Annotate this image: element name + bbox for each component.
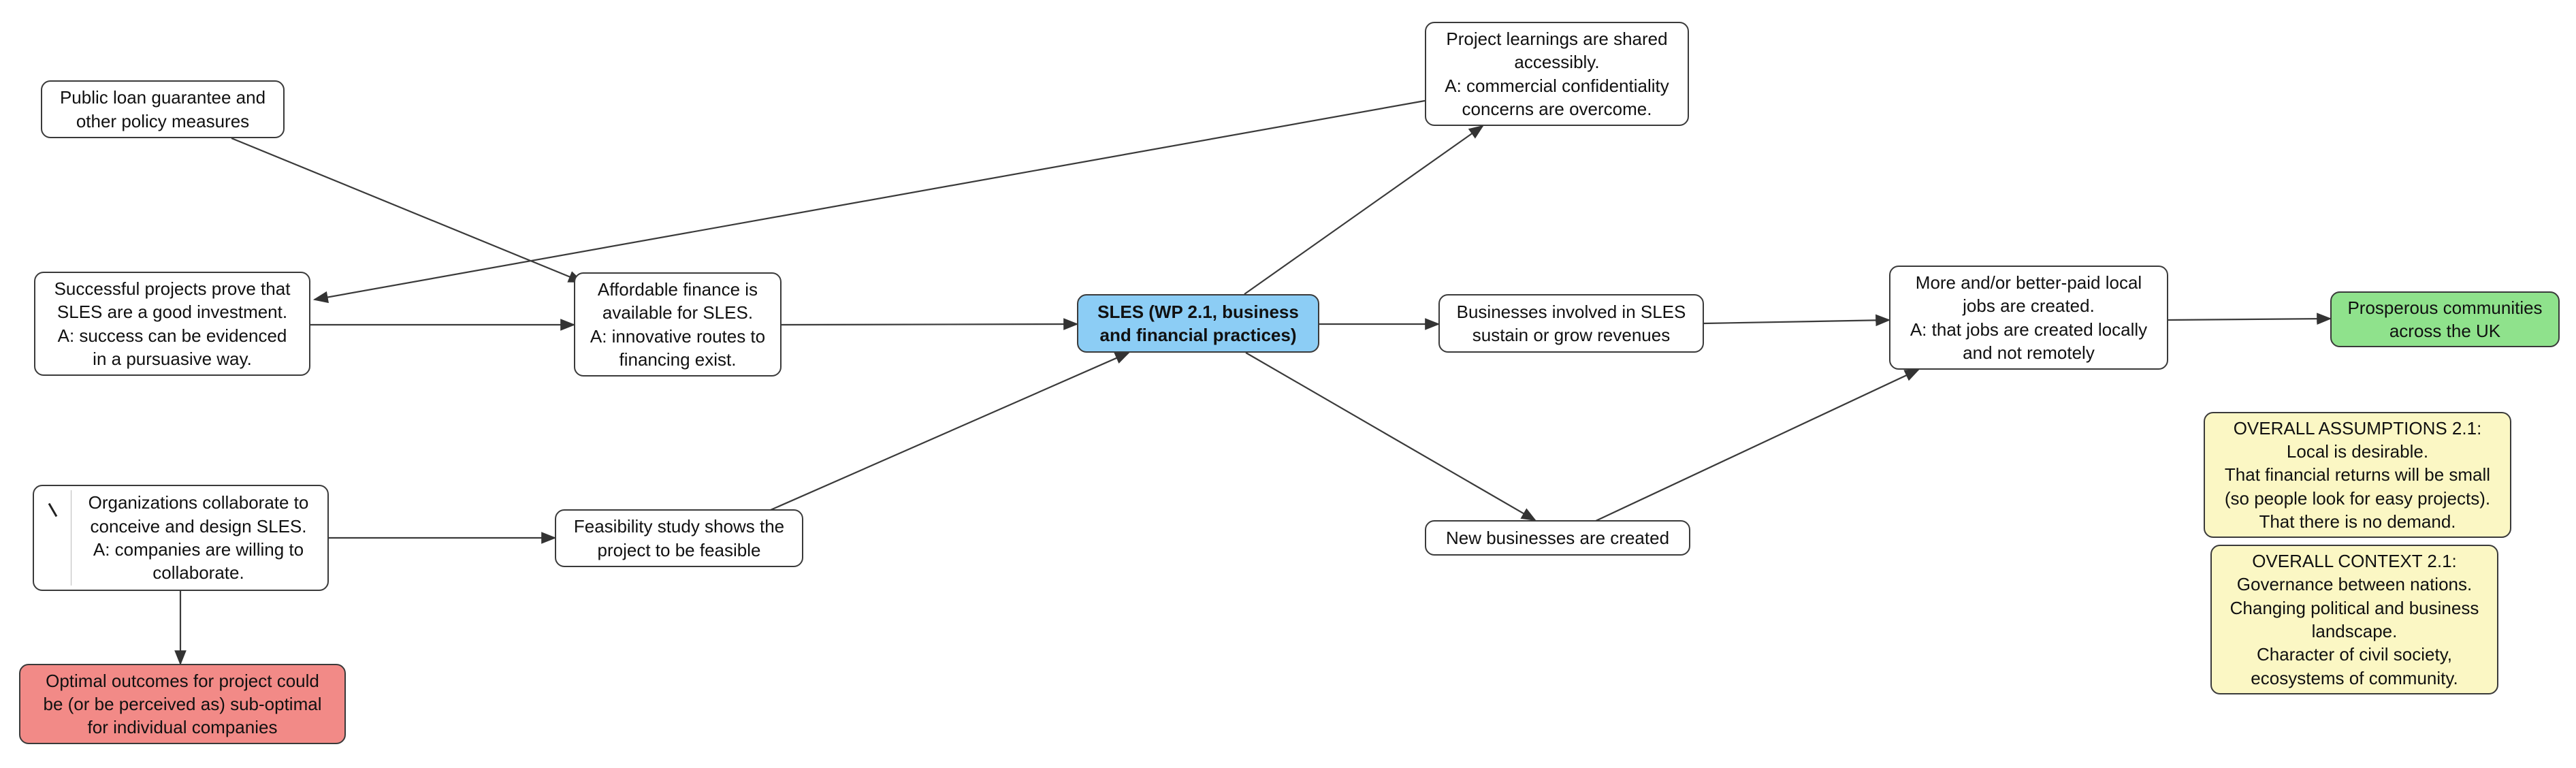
edge-project-learnings-to-successful-projects [312, 99, 1426, 304]
note-overall-assumptions: OVERALL ASSUMPTIONS 2.1: Local is desira… [2204, 412, 2511, 538]
node-local-jobs: More and/or better-paid local jobs are c… [1889, 266, 2168, 370]
node-businesses-sustain-revenues: Businesses involved in SLES sustain or g… [1438, 294, 1704, 353]
node-affordable-finance: Affordable finance is available for SLES… [574, 272, 782, 377]
node-new-businesses: New businesses are created [1425, 520, 1690, 556]
edge-sles-to-new-businesses [1245, 352, 1536, 522]
node-organizations-collaborate-label: Organizations collaborate to conceive an… [88, 492, 309, 583]
edge-new-businesses-to-local-jobs [1594, 369, 1920, 522]
edge-feasibility-to-sles [748, 351, 1131, 521]
node-public-loan-guarantee: Public loan guarantee and other policy m… [41, 80, 285, 138]
note-overall-context: OVERALL CONTEXT 2.1: Governance between … [2210, 545, 2498, 694]
node-sles-wp-2-1: SLES (WP 2.1, business and financial pra… [1077, 294, 1319, 353]
node-organizations-collaborate: Organizations collaborate to conceive an… [33, 485, 329, 591]
node-project-learnings: Project learnings are shared accessibly.… [1425, 22, 1689, 126]
edge-local-jobs-to-prosperous [2168, 313, 2332, 325]
edge-businesses-sustain-to-local-jobs [1703, 314, 1891, 327]
note-marker-icon [42, 490, 71, 586]
node-successful-projects: Successful projects prove that SLES are … [34, 272, 310, 376]
node-optimal-outcomes-risk: Optimal outcomes for project could be (o… [19, 664, 346, 744]
edge-sles-to-project-learnings [1244, 125, 1484, 295]
edge-affordable-finance-to-sles [781, 318, 1079, 330]
node-prosperous-communities: Prosperous communities across the UK [2330, 291, 2560, 347]
node-feasibility-study: Feasibility study shows the project to b… [555, 509, 803, 567]
edge-public-loan-to-affordable-finance [231, 137, 584, 283]
